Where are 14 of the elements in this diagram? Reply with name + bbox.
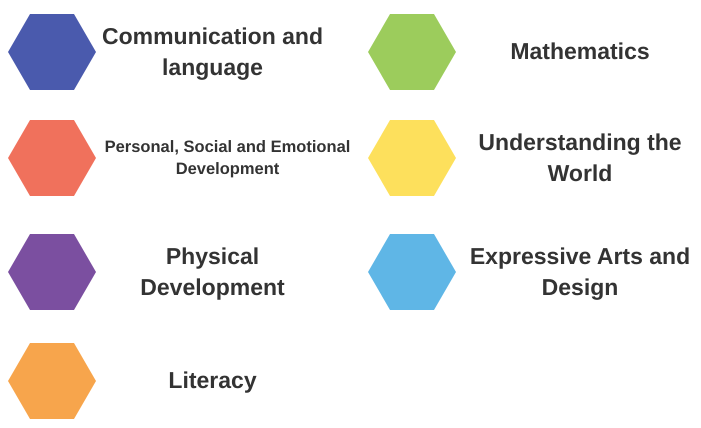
area-label: Literacy (168, 366, 257, 396)
hexagon-shape (368, 14, 456, 90)
hexagon-shape (8, 14, 96, 90)
area-label: Communication and language (100, 22, 324, 82)
hexagon-shape (368, 234, 456, 310)
area-label: Expressive Arts and Design (468, 242, 692, 302)
hexagon-shape (8, 120, 96, 196)
area-label: Mathematics (510, 37, 650, 66)
area-label: Personal, Social and Emotional Development (104, 136, 352, 180)
hexagon-shape (8, 343, 96, 419)
hexagon-shape (368, 120, 456, 196)
area-label: Physical Development (139, 242, 286, 302)
area-label: Understanding the World (477, 128, 683, 188)
hexagon-shape (8, 234, 96, 310)
